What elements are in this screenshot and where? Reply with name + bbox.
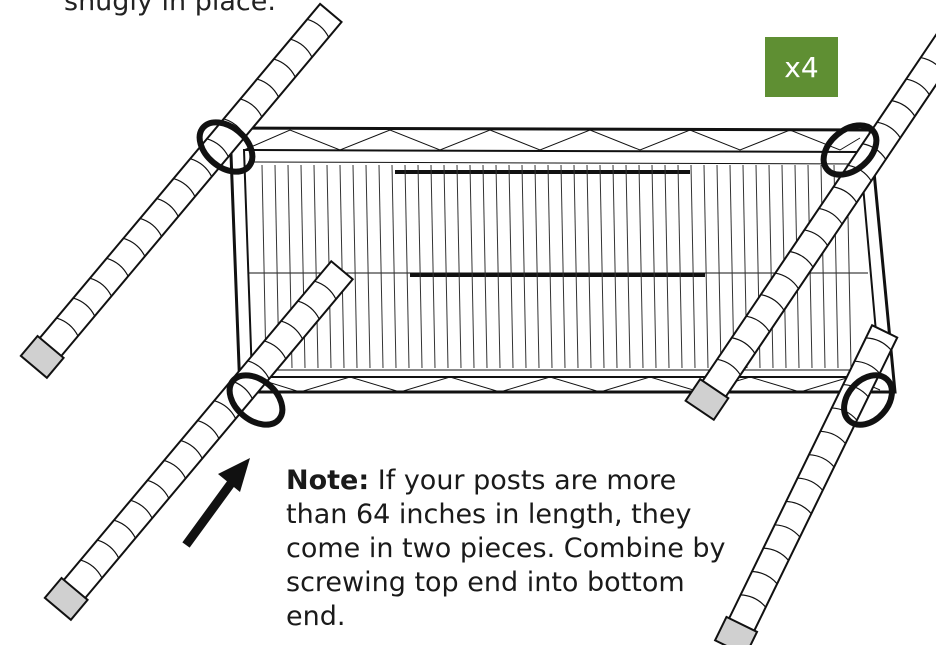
- quantity-badge: x4: [765, 37, 838, 97]
- insert-direction-arrow-icon: [186, 458, 250, 545]
- note-text: Note: If your posts are more than 64 inc…: [286, 464, 726, 634]
- note-label: Note:: [286, 465, 369, 496]
